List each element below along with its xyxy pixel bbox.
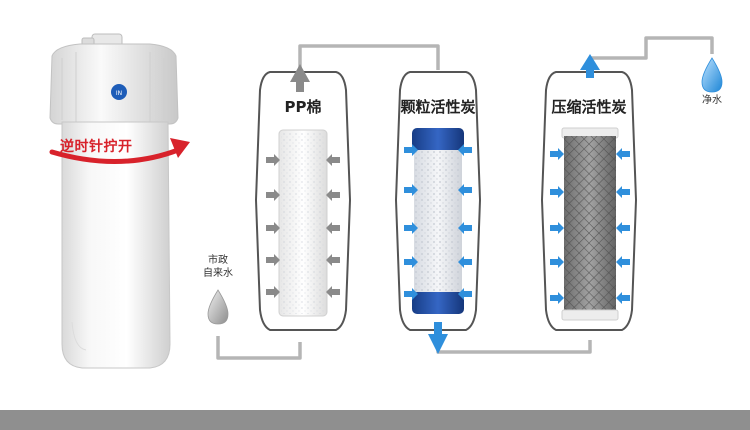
pure-water-label: 净水 [702,95,722,106]
flow-arrow-icon [404,288,418,300]
stage-carbon-outflow-arrow [580,54,600,78]
rotate-arrow-icon [49,138,190,164]
stage-pp-title: PP棉 [284,98,322,116]
granular-filter-bottom-cap [412,292,464,314]
housing-body [61,121,171,369]
flow-arrow-icon [404,222,418,234]
flow-arrow-icon [326,286,340,298]
flow-arrow-icon [266,222,280,234]
flow-arrow-icon [326,189,340,201]
stage-carbon-inflow-arrows [550,148,630,304]
flow-arrow-icon [458,184,472,196]
flow-arrow-icon [266,189,280,201]
inlet-badge [111,84,127,100]
stage-granular [394,71,482,354]
bottom-bar [0,410,750,430]
tap-water-label: 市政 自来水 [196,254,240,280]
stage-pp-inflow-arrows [266,154,340,298]
flow-arrow-icon [326,154,340,166]
housing-cap [49,43,179,125]
flow-arrow-icon [404,256,418,268]
flow-arrow-icon [458,288,472,300]
flow-arrow-icon [404,184,418,196]
stage-granular-title: 颗粒活性炭 [400,98,476,116]
flow-arrow-icon [458,256,472,268]
stage-granular-inflow-arrows [404,144,472,300]
inlet-badge-label: IN [116,90,122,97]
flow-arrow-icon [616,186,630,198]
stage-carbon-title: 压缩活性炭 [551,98,627,116]
flow-arrow-icon [326,222,340,234]
tap-water-label-line1: 市政 [208,255,228,266]
flow-arrow-icon [550,256,564,268]
flow-arrow-icon [616,292,630,304]
flow-arrow-icon [550,148,564,160]
flow-arrow-icon [616,222,630,234]
granular-filter-top-cap [412,128,464,150]
flow-arrow-icon [550,222,564,234]
flow-arrow-icon [266,286,280,298]
pure-water-drop-icon [701,57,723,93]
flow-arrow-icon [404,144,418,156]
flow-arrow-icon [458,144,472,156]
tap-water-drop-icon [207,289,229,325]
flow-arrow-icon [616,148,630,160]
flow-arrow-icon [266,154,280,166]
filter-housing: IN [49,33,179,369]
tap-water-label-line2: 自来水 [203,268,233,279]
stage-pp-outflow-arrow [290,64,310,92]
flow-arrow-icon [550,186,564,198]
flow-arrow-icon [458,222,472,234]
flow-arrow-icon [326,254,340,266]
flow-arrow-icon [616,256,630,268]
flow-arrow-icon [550,292,564,304]
flow-arrow-icon [266,254,280,266]
stage-carbon-block [540,54,638,331]
stage-granular-outflow-arrow [428,334,448,354]
rotate-counterclockwise-label: 逆时针拧开 [60,139,133,155]
stage-pp [254,64,352,331]
